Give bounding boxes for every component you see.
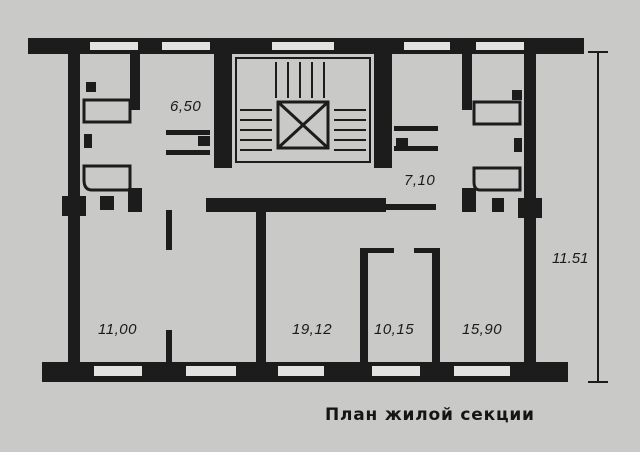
area-bath-right: 7,10 [404, 172, 436, 189]
staircase [235, 57, 371, 163]
bathtubs [82, 98, 522, 192]
bath-left-partition [130, 54, 140, 110]
area-room-1: 11,00 [98, 321, 137, 338]
partition-room3-left [360, 248, 368, 362]
bath-right-partition [462, 54, 472, 110]
fixtures [84, 82, 522, 212]
core-wall-right [374, 44, 392, 168]
elevator [276, 100, 330, 150]
area-room-2: 19,12 [292, 321, 333, 338]
dimension-line [588, 51, 608, 383]
area-room-4: 15,90 [462, 321, 503, 338]
area-bath-left: 6,50 [170, 98, 202, 115]
partition-room1 [256, 212, 266, 362]
dimension-label: 11.51 [552, 250, 589, 267]
wall-piers [62, 188, 542, 218]
corridor-wall [206, 198, 386, 212]
figure-caption: План жилой секции [325, 405, 535, 425]
bottom-windows [94, 366, 510, 376]
partition-room3-right [432, 248, 440, 362]
area-room-3: 10,15 [374, 321, 415, 338]
core-wall-left [214, 44, 232, 168]
top-windows [90, 42, 524, 50]
